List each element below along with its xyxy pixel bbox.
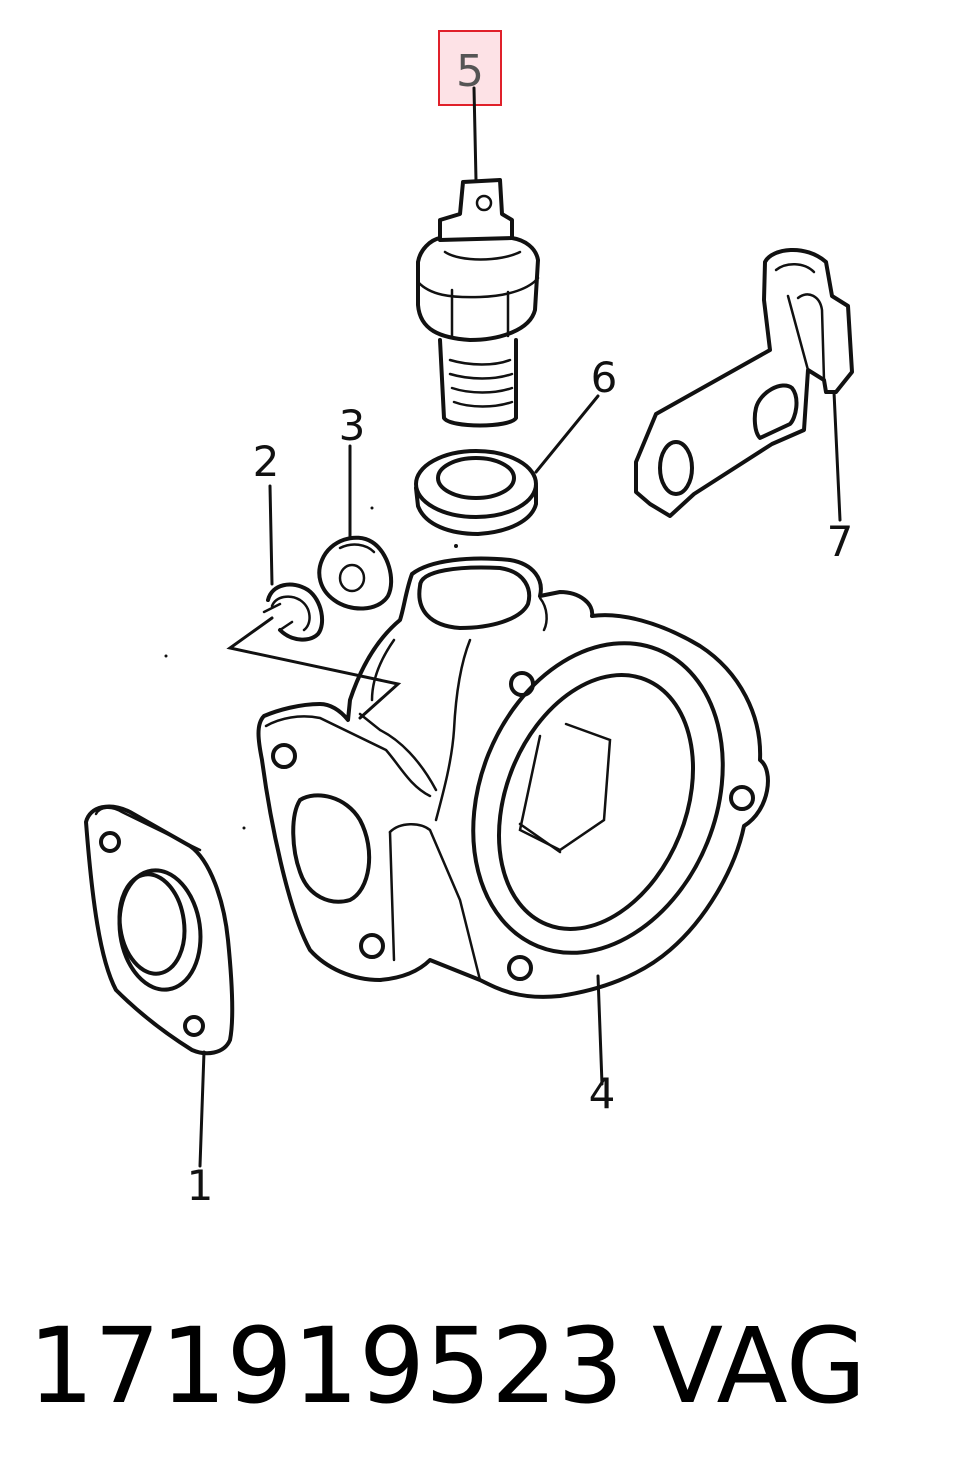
leader-7 (832, 390, 842, 522)
leader-6 (534, 394, 600, 474)
label-6: 6 (591, 353, 618, 402)
leader-2 (268, 484, 274, 586)
label-5: 5 (456, 46, 484, 97)
label-7: 7 (827, 517, 854, 566)
coolant-flange-housing[interactable] (256, 556, 770, 999)
sealing-ring[interactable] (414, 449, 538, 536)
exploded-parts-diagram: 5 6 3 2 (84, 30, 854, 1210)
hex-nut[interactable] (317, 535, 394, 611)
leader-2-3-bracket (226, 616, 402, 720)
leader-5 (472, 86, 478, 182)
spring-washer[interactable] (262, 582, 325, 642)
part-number: 171919523 (28, 1305, 624, 1427)
label-4: 4 (589, 1069, 616, 1118)
label-3: 3 (339, 401, 366, 450)
label-1: 1 (187, 1161, 214, 1210)
label-2: 2 (253, 437, 280, 486)
flange-gasket[interactable] (84, 804, 235, 1056)
leader-4 (596, 974, 604, 1086)
mounting-bracket[interactable] (634, 247, 854, 518)
scan-dots (164, 506, 458, 830)
highlight-label-5[interactable]: 5 (438, 30, 502, 106)
temperature-sender-switch[interactable] (416, 178, 540, 428)
brand-name: VAG (652, 1305, 867, 1427)
leader-1 (198, 1050, 206, 1168)
